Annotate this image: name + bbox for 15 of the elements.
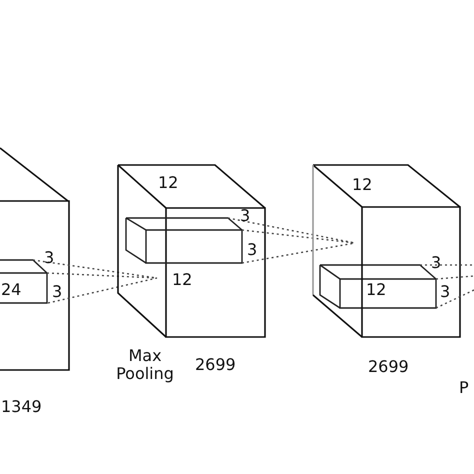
- dimension-label: 24: [1, 281, 22, 299]
- layer-size-label: 2699: [195, 356, 236, 374]
- dimension-label: 3: [240, 207, 250, 225]
- dimension-label: 3: [440, 283, 450, 301]
- dimension-label: 12: [172, 271, 192, 289]
- layer-label: Max Pooling: [115, 347, 175, 382]
- layer-size-label: 1349: [1, 398, 42, 416]
- dimension-label: 3: [247, 241, 258, 259]
- dimension-label: 3: [431, 254, 442, 272]
- dimension-label: 12: [352, 176, 372, 194]
- dimension-label: 3: [52, 283, 62, 301]
- dimension-label: 3: [44, 249, 54, 267]
- dimension-label: 12: [158, 174, 178, 192]
- layer-label: P: [459, 379, 469, 397]
- layer-size-label: 2699: [368, 358, 409, 376]
